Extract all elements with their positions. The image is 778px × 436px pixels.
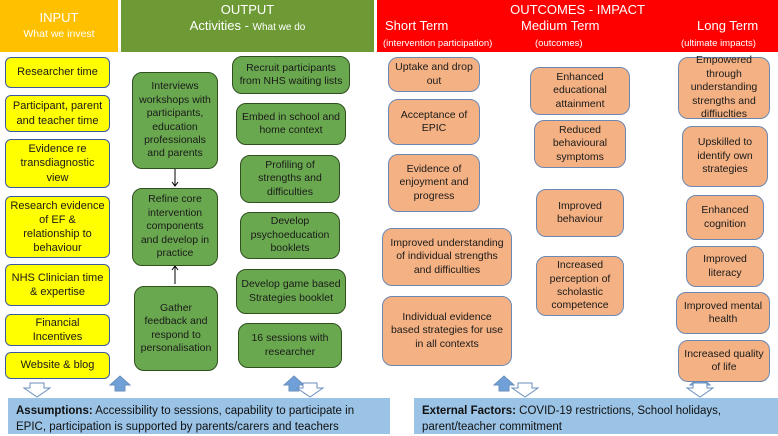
- activity-gather-feedback: Gather feedback and respond to personali…: [134, 286, 218, 371]
- short-term-strategies: Individual evidence based strategies for…: [382, 296, 512, 366]
- long-term-cognition: Enhanced cognition: [686, 195, 764, 240]
- medium-term-attainment: Enhanced educational attainment: [530, 67, 630, 115]
- assumptions-band: Assumptions: Accessibility to sessions, …: [8, 398, 390, 434]
- input-researcher-time: Researcher time: [5, 57, 110, 88]
- activity-16-sessions: 16 sessions with researcher: [238, 323, 342, 368]
- long-term-literacy: Improved literacy: [686, 246, 764, 287]
- output-header-subtitle-main: Activities -: [189, 18, 253, 33]
- input-transdiagnostic-evidence: Evidence re transdiagnostic view: [5, 139, 110, 188]
- assumptions-text: Accessibility to sessions, capability to…: [16, 405, 355, 433]
- short-term-acceptance: Acceptance of EPIC: [388, 99, 480, 145]
- outcomes-header-title: OUTCOMES - IMPACT: [510, 2, 645, 17]
- assumptions-label: Assumptions:: [16, 405, 93, 417]
- short-term-subheading: (intervention participation): [383, 38, 493, 49]
- activity-recruit-participants: Recruit participants from NHS waiting li…: [232, 56, 350, 94]
- input-ef-research-evidence: Research evidence of EF & relationship t…: [5, 196, 110, 258]
- output-header-subtitle: Activities - What we do: [121, 18, 374, 33]
- medium-term-behavioural-symptoms: Reduced behavioural symptoms: [534, 120, 626, 168]
- external-factors-band: External Factors: COVID-19 restrictions,…: [414, 398, 778, 434]
- input-header-subtitle: What we invest: [23, 28, 95, 40]
- long-term-upskilled: Upskilled to identify own strategies: [682, 126, 768, 187]
- medium-term-behaviour: Improved behaviour: [536, 189, 624, 237]
- short-term-uptake: Uptake and drop out: [388, 57, 480, 92]
- input-website-blog: Website & blog: [5, 352, 110, 379]
- external-factors-label: External Factors:: [422, 405, 516, 417]
- input-nhs-clinician-time: NHS Clinician time & expertise: [5, 264, 110, 306]
- long-term-quality-of-life: Increased quality of life: [678, 340, 770, 382]
- medium-term-scholastic-competence: Increased perception of scholastic compe…: [536, 256, 624, 316]
- long-term-heading: Long Term: [697, 18, 759, 33]
- short-term-enjoyment: Evidence of enjoyment and progress: [388, 154, 480, 212]
- band-arrows: [22, 375, 715, 398]
- activity-game-strategies-booklet: Develop game based Strategies booklet: [236, 269, 346, 314]
- short-term-understanding: Improved understanding of individual str…: [382, 228, 512, 286]
- long-term-empowered: Empowered through understanding strength…: [678, 54, 770, 120]
- short-term-heading: Short Term: [385, 18, 449, 33]
- external-factors-text: COVID-19 restrictions, School holidays, …: [422, 405, 722, 433]
- activity-interviews-workshops: Interviews workshops with participants, …: [132, 72, 218, 169]
- input-financial-incentives: Financial Incentives: [5, 314, 110, 346]
- input-participant-time: Participant, parent and teacher time: [5, 95, 110, 132]
- medium-term-heading: Medium Term: [521, 18, 600, 33]
- activity-psychoeducation-booklets: Develop psychoeducation booklets: [240, 212, 340, 259]
- activity-embed-school-home: Embed in school and home context: [236, 103, 346, 145]
- output-header-title: OUTPUT: [220, 2, 275, 17]
- long-term-mental-health: Improved mental health: [676, 292, 770, 334]
- input-header: INPUT What we invest: [0, 0, 118, 52]
- activity-refine-components: Refine core intervention components and …: [132, 188, 218, 266]
- outcomes-header: OUTCOMES - IMPACT Short Term (interventi…: [377, 0, 778, 52]
- output-header: OUTPUT Activities - What we do: [121, 0, 374, 52]
- output-header-subtitle-small: What we do: [252, 22, 306, 33]
- medium-term-subheading: (outcomes): [535, 38, 583, 49]
- activity-profiling: Profiling of strengths and difficulties: [240, 155, 340, 203]
- input-header-title: INPUT: [39, 10, 79, 25]
- long-term-subheading: (ultimate impacts): [681, 38, 756, 49]
- activity-connector-arrows: [171, 169, 179, 284]
